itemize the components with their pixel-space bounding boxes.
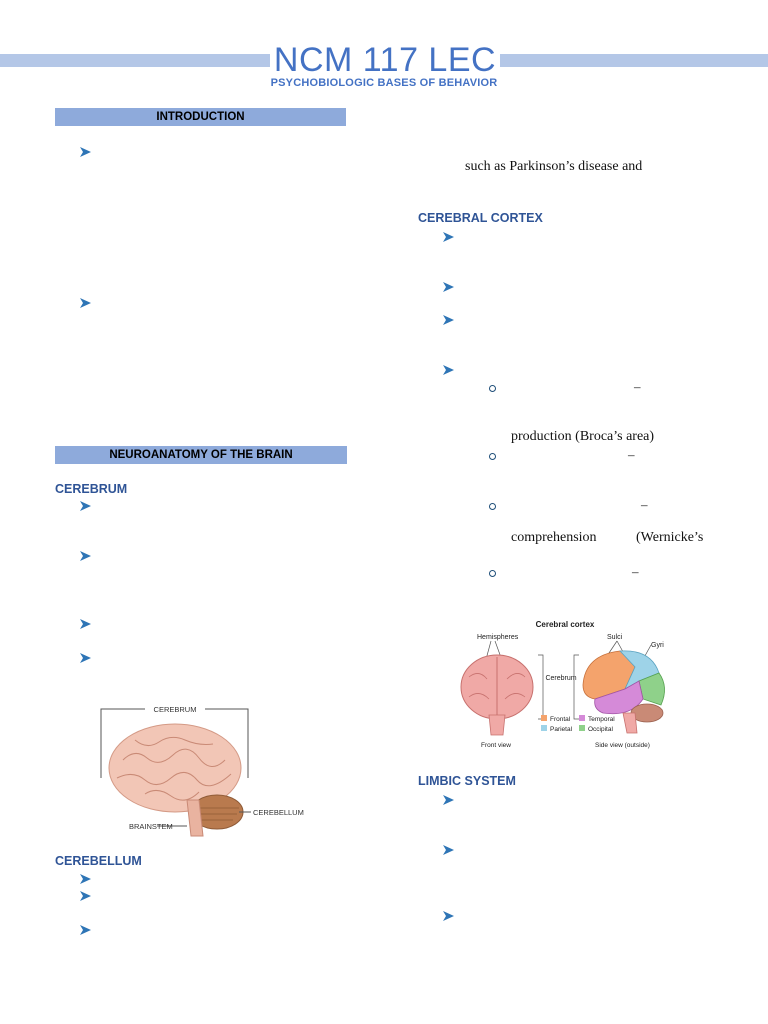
legend-swatch-frontal (541, 715, 547, 721)
arrow-bullet-icon (80, 925, 91, 935)
label-cerebellum: CEREBELLUM (253, 808, 304, 817)
circle-bullet-icon (489, 503, 496, 510)
arrow-bullet-icon (80, 501, 91, 511)
cerebral-cortex-diagram: Cerebral cortex Hemispheres Sulci Gyri C… (460, 620, 665, 749)
section-neuroanatomy: NEUROANATOMY OF THE BRAIN (55, 446, 347, 464)
legend-swatch-occipital (579, 725, 585, 731)
text-parkinsons: such as Parkinson’s disease and (465, 159, 643, 174)
arrow-bullet-icon (80, 653, 91, 663)
arrow-bullet-icon (443, 911, 454, 921)
label-brainstem: BRAINSTEM (129, 822, 173, 831)
label-sulci: Sulci (607, 634, 623, 641)
header-bar-right (500, 54, 768, 67)
legend-parietal: Parietal (550, 726, 573, 733)
brain-diagram: CEREBRUM BRAINSTEM CEREBELLUM (100, 705, 304, 837)
label-gyri: Gyri (651, 642, 664, 649)
subhead-cerebral-cortex: CEREBRAL CORTEX (418, 211, 543, 225)
subhead-cerebrum: CEREBRUM (55, 482, 128, 496)
subhead-limbic-system: LIMBIC SYSTEM (418, 774, 516, 788)
dash-separator: – (628, 447, 635, 462)
legend-frontal: Frontal (550, 716, 571, 723)
subhead-cerebellum: CEREBELLUM (55, 854, 142, 868)
legend-occipital: Occipital (588, 726, 613, 733)
dash-separator: – (634, 379, 641, 394)
header-bar-left (0, 54, 270, 67)
label-cerebrum: CEREBRUM (154, 705, 197, 714)
label-cerebrum-cortex: Cerebrum (545, 675, 576, 682)
text-wernickes: (Wernicke’s (636, 530, 704, 545)
cortex-title: Cerebral cortex (536, 620, 595, 629)
label-front-view: Front view (481, 742, 511, 749)
arrow-bullet-icon (443, 282, 454, 292)
arrow-bullet-icon (80, 891, 91, 901)
circle-bullet-icon (489, 453, 496, 460)
arrow-bullet-icon (443, 315, 454, 325)
page-title: NCM 117 LEC (273, 41, 497, 79)
label-side-view: Side view (outside) (595, 742, 650, 749)
section-introduction: INTRODUCTION (55, 108, 346, 126)
arrow-bullet-icon (80, 874, 91, 884)
arrow-bullet-icon (80, 147, 91, 157)
arrow-bullet-icon (443, 795, 454, 805)
page-subtitle: PSYCHOBIOLOGIC BASES OF BEHAVIOR (270, 77, 498, 89)
circle-bullet-icon (489, 385, 496, 392)
arrow-bullet-icon (80, 619, 91, 629)
arrow-bullet-icon (443, 365, 454, 375)
legend-swatch-temporal (579, 715, 585, 721)
circle-bullet-icon (489, 570, 496, 577)
arrow-bullet-icon (80, 298, 91, 308)
legend-swatch-parietal (541, 725, 547, 731)
arrow-bullet-icon (443, 845, 454, 855)
label-hemispheres: Hemispheres (477, 634, 519, 641)
text-production: production (Broca’s area) (511, 429, 655, 444)
text-comprehension: comprehension (511, 530, 597, 545)
arrow-bullet-icon (443, 232, 454, 242)
dash-separator: – (641, 497, 648, 512)
arrow-bullet-icon (80, 551, 91, 561)
dash-separator: – (632, 564, 639, 579)
legend-temporal: Temporal (588, 716, 615, 723)
